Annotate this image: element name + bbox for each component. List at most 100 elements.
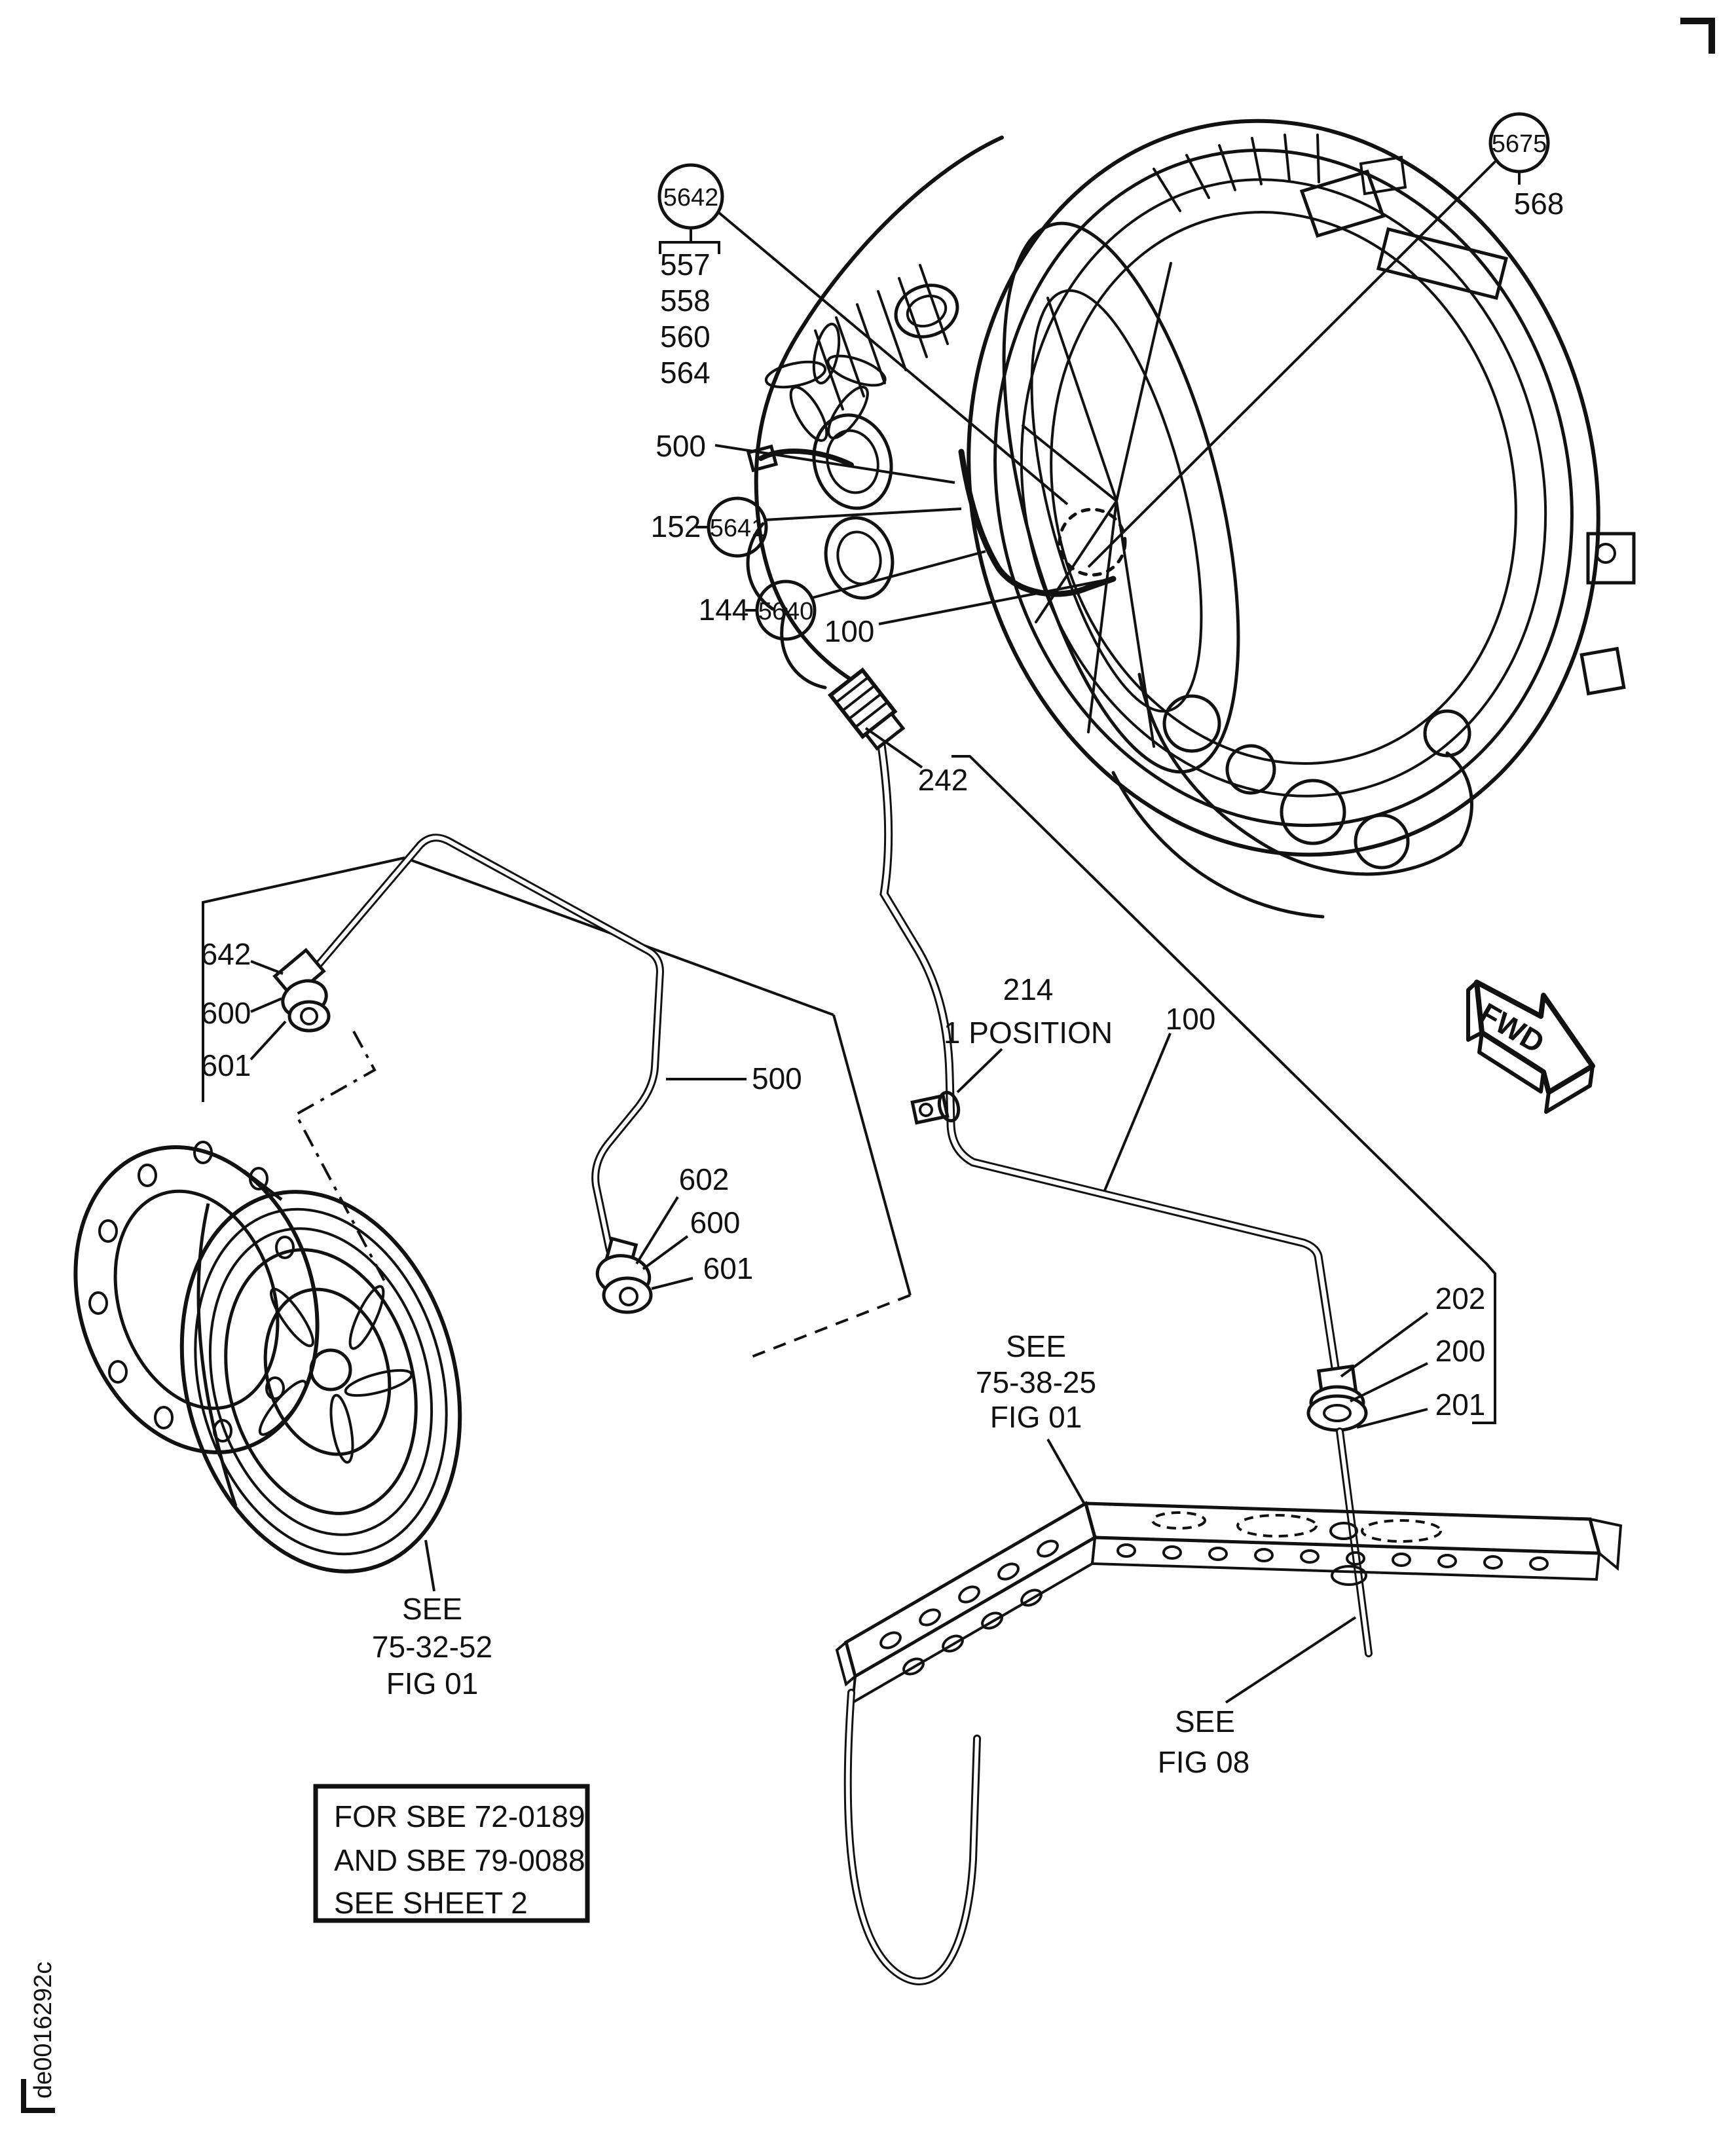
callout-144: 144 xyxy=(699,593,749,627)
fitting-201-bore xyxy=(1323,1404,1352,1422)
bell-ring-3 xyxy=(1020,178,1547,798)
fitting-242 xyxy=(827,667,906,751)
leader-5642 xyxy=(718,212,1069,506)
gasket-outer xyxy=(73,1145,320,1454)
rod-ref-line2: FIG 08 xyxy=(1158,1745,1250,1779)
port-ring-1 xyxy=(894,284,959,339)
port-ring-2-inner xyxy=(826,429,879,494)
callout-602: 602 xyxy=(679,1162,729,1196)
span-bracket-242-to-202 xyxy=(951,755,1496,1424)
sheet-note-line2: AND SBE 79-0088 xyxy=(334,1843,585,1877)
fitting-601-bore-left xyxy=(300,1007,318,1025)
port-ring-3 xyxy=(824,516,895,600)
clip-ring xyxy=(937,1090,961,1123)
pipe-500-outer xyxy=(299,834,665,1286)
bracket-ref-line3: FIG 01 xyxy=(990,1400,1082,1434)
leader-100-top xyxy=(878,578,1113,625)
gasket-bolt-holes xyxy=(88,1141,295,1443)
callout-600-mid: 600 xyxy=(690,1205,741,1240)
clip-tab xyxy=(910,1094,950,1125)
corner-mark-top-right xyxy=(1680,18,1715,54)
document-id: de0016292c xyxy=(29,1962,57,2099)
drum-rim-3 xyxy=(208,1227,434,1536)
pipe-500-inner xyxy=(301,836,663,1284)
fitting-242-nut xyxy=(863,711,906,751)
drum-hub-ring xyxy=(263,1287,392,1456)
clip-tab-hole xyxy=(919,1103,933,1117)
fitting-601-washer-left xyxy=(287,1000,331,1033)
drum-rim-4 xyxy=(224,1248,418,1515)
construction-lines xyxy=(202,755,1496,1424)
callout-601-mid: 601 xyxy=(703,1251,754,1285)
callout-564: 564 xyxy=(660,356,711,390)
fwd-arrow-side xyxy=(1466,980,1483,1042)
reference-notes: SEE 75-32-52 FIG 01 SEE 75-38-25 FIG 01 … xyxy=(313,1329,1250,1923)
corner-marks xyxy=(21,18,1715,2113)
leader-214 xyxy=(956,1048,1003,1094)
valve-cluster-outline xyxy=(1137,672,1473,876)
leader-100-mid xyxy=(1103,1033,1172,1191)
face-spokes xyxy=(1022,262,1172,748)
detail-frame-left xyxy=(202,856,405,1102)
fwd-arrow-bottom xyxy=(1477,1031,1545,1094)
leader-bracket-ref xyxy=(1046,1439,1085,1503)
callout-texts: 5642 557 558 560 564 5675 568 500 152 56… xyxy=(201,130,1564,1422)
callout-5641: 5641 xyxy=(710,515,766,542)
fitting-601-washer-mid xyxy=(602,1276,653,1314)
sheet-note-line1: FOR SBE 72-0189 xyxy=(334,1799,585,1833)
beam-right-end-plate xyxy=(1589,1518,1623,1571)
callout-558: 558 xyxy=(660,284,711,318)
top-bracket-1 xyxy=(1299,169,1386,238)
impeller-spokes xyxy=(258,1285,413,1464)
beam-hole-row xyxy=(1117,1543,1549,1571)
drum-rim-outer xyxy=(179,1190,462,1573)
bell-ring-2 xyxy=(993,149,1574,827)
beam-top-slots xyxy=(1151,1511,1442,1543)
callout-214: 214 xyxy=(1003,972,1054,1006)
bracket-ref-line1: SEE xyxy=(1006,1329,1066,1363)
right-tab-hole xyxy=(1595,543,1616,564)
fitting-602-group xyxy=(595,1236,653,1314)
plate-left-front-band xyxy=(851,1535,1097,1705)
detail-frame-bottom-dashed xyxy=(751,1294,911,1358)
leader-600-mid xyxy=(642,1235,689,1270)
right-tab-2 xyxy=(1579,646,1626,696)
callout-568: 568 xyxy=(1514,187,1564,221)
rim-ribs xyxy=(1153,134,1320,212)
valve-5 xyxy=(1423,709,1471,758)
pipe-100-drawing xyxy=(827,667,1373,1657)
centerline-to-wheel xyxy=(294,1031,386,1283)
leader-200 xyxy=(1350,1362,1428,1403)
leader-5675 xyxy=(1087,160,1497,568)
callout-200: 200 xyxy=(1435,1334,1486,1368)
callout-500-mid: 500 xyxy=(752,1061,802,1095)
sheet-note-box xyxy=(313,1784,590,1923)
rod-nut-under-beam xyxy=(1331,1565,1367,1586)
leader-5640 xyxy=(811,550,986,599)
dashed-bolt-circle xyxy=(1058,507,1127,577)
plate-end-cap xyxy=(835,1640,857,1687)
right-tab-1 xyxy=(1586,532,1636,585)
bracket-ref-line2: 75-38-25 xyxy=(976,1365,1096,1399)
callout-242: 242 xyxy=(918,763,969,797)
clip-214 xyxy=(910,1090,961,1125)
callout-5642: 5642 xyxy=(663,184,719,212)
bell-bottom-arc xyxy=(1111,771,1325,919)
callout-500-top: 500 xyxy=(656,429,706,463)
leader-500-top xyxy=(714,444,955,484)
engine-front-outline xyxy=(754,136,1004,690)
transmission-assembly-drawing xyxy=(746,119,1636,919)
bracket-frame-drawing xyxy=(835,1501,1623,1985)
callout-560: 560 xyxy=(660,320,711,354)
sheet-note-line3: SEE SHEET 2 xyxy=(334,1886,528,1920)
tube-on-assembly xyxy=(958,449,1117,597)
callout-circle-5641 xyxy=(707,496,768,558)
bracket-5642 xyxy=(659,241,720,254)
drum-face-outer xyxy=(1002,221,1240,774)
leader-201 xyxy=(1356,1408,1428,1429)
callout-circle-5640 xyxy=(755,579,817,641)
valve-2 xyxy=(1225,744,1276,795)
callout-600-left: 600 xyxy=(201,996,251,1030)
fwd-arrow: FWD xyxy=(1466,980,1595,1114)
